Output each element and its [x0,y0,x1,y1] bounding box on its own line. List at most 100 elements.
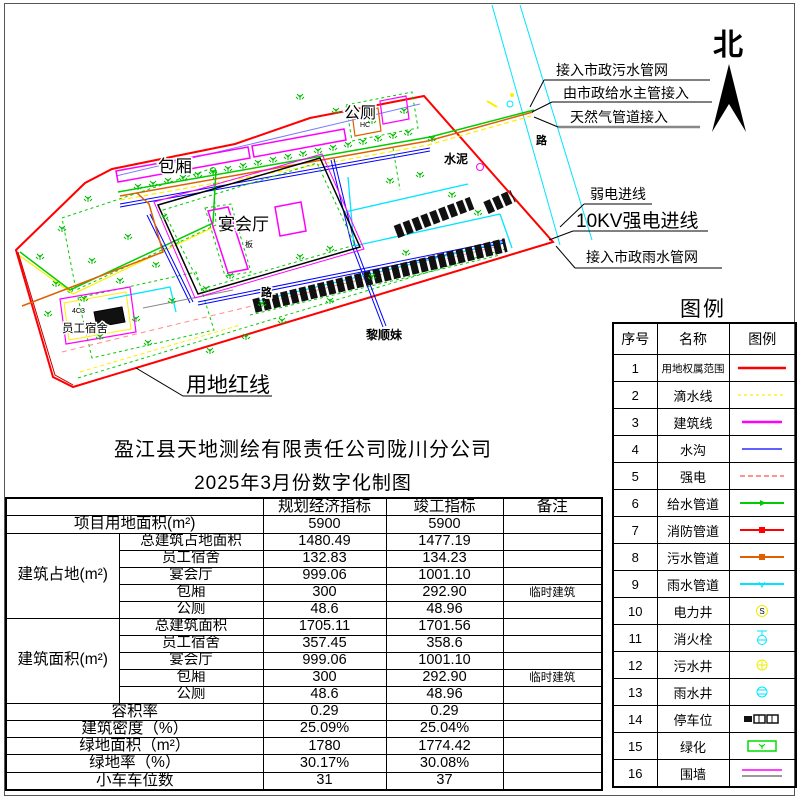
legend-symbol-building-line [728,408,797,436]
legend-symbol-water-pipe [728,489,797,517]
title-block: 盈江县天地测绘有限责任公司陇川分公司 2025年3月份数字化制图 [5,433,601,495]
table-row: 员工宿舍 132.83 134.23 [6,549,603,568]
legend-table: 序号 名称 图例 1 用地权属范围 2 滴水线 3 建筑线 4 水沟 5 强电 [612,322,797,788]
cell-plan: 1780 [262,737,387,756]
legend-symbol-fence [728,759,797,788]
north-arrow-icon [712,64,746,132]
cell-plan: 1705.11 [262,617,387,636]
legend-name: 绿化 [656,732,730,760]
row-label: 员工宿舍 [118,549,264,568]
row-label: 小车车位数 [5,771,264,791]
row-label: 包厢 [118,668,264,687]
legend-symbol-hydrant [728,624,797,652]
row-label: 公厕 [118,685,264,704]
cell-final: 358.6 [385,634,504,653]
table-row: 建筑面积(m²) 总建筑面积 1705.11 1701.56 [5,617,603,704]
legend-symbol-drip-line [728,381,797,409]
cell-plan: 1480.49 [262,532,387,551]
legend-header-name: 名称 [656,322,730,355]
cell-final: 0.29 [385,702,504,721]
row-label: 员工宿舍 [118,634,264,653]
callout-water-in: 由市政给水主管接入 [563,85,689,101]
legend-symbol-strong-power [728,462,797,490]
parking-stalls [252,190,516,313]
col-header-final: 竣工指标 [385,497,504,517]
land-boundary [14,94,555,389]
label-tiny-toilet: HC [360,122,370,129]
cell-plan: 48.6 [262,685,387,704]
legend-symbol-sewage-well [728,651,797,679]
legend-row: 8 污水管道 [612,543,797,571]
legend-name: 消火栓 [656,624,730,652]
cell-plan: 5900 [262,515,387,534]
legend-symbol-sewage-pipe [728,543,797,571]
table-row: 公厕 48.6 48.96 [6,600,603,619]
legend-symbol-fire-pipe [728,516,797,544]
cell-note [502,771,603,791]
cell-final: 37 [385,771,504,791]
label-road-a: 路 [536,133,548,147]
legend-header-no: 序号 [612,322,658,355]
cell-note: 临时建筑 [502,583,603,602]
legend-header-symbol: 图例 [728,322,797,355]
cell-plan: 300 [262,583,387,602]
legend-name: 建筑线 [656,408,730,436]
water-pipes [19,147,506,379]
cell-final: 1701.56 [385,617,504,636]
legend-no: 1 [612,354,658,382]
callout-gas-in: 天然气管道接入 [570,109,668,125]
cell-plan: 31 [262,771,387,791]
row-label: 容积率 [5,702,264,721]
legend-name: 污水管道 [656,543,730,571]
legend-no: 14 [612,705,658,733]
legend-no: 12 [612,651,658,679]
group-footprint: 建筑占地(m²) [5,532,120,619]
legend-row: 1 用地权属范围 [612,354,797,382]
corner-cell [5,497,264,517]
legend-symbol-ditch [728,435,797,463]
label-toilet: 公厕 [344,105,376,122]
cell-note [502,737,603,756]
legend-no: 8 [612,543,658,571]
legend-symbol-rain-well [728,678,797,706]
building-staff-dorm [59,286,137,345]
legend-name: 雨水管道 [656,570,730,598]
indicator-table: 规划经济指标 竣工指标 备注 项目用地面积(m²) 5900 5900 建筑占地… [5,497,603,791]
row-label: 总建筑占地面积 [118,532,264,551]
drawing-subtitle: 2025年3月份数字化制图 [194,473,412,494]
row-label: 项目用地面积(m²) [5,515,264,534]
cell-note [502,600,603,619]
red-line-callout: 用地红线 [135,367,272,397]
legend-row: 3 建筑线 [612,408,797,436]
cell-final: 292.90 [385,583,504,602]
cell-plan: 999.06 [262,651,387,670]
label-cement: 水泥 [444,151,468,166]
legend-row: 2 滴水线 [612,381,797,409]
legend-symbol-land-boundary [728,354,797,382]
cell-plan: 132.83 [262,549,387,568]
legend-row: 4 水沟 [612,435,797,463]
cell-plan: 48.6 [262,600,387,619]
svg-text:S: S [760,607,765,616]
table-row: 容积率 0.29 0.29 [5,702,603,721]
callout-weak-power: 弱电进线 [590,186,646,202]
table-row: 包厢 300 292.90 临时建筑 [6,668,603,687]
table-row: 建筑占地(m²) 总建筑占地面积 1480.49 1477.19 [5,532,603,619]
legend-no: 3 [612,408,658,436]
legend-no: 2 [612,381,658,409]
cell-final: 48.96 [385,685,504,704]
legend-no: 15 [612,732,658,760]
cell-final: 1001.10 [385,566,504,585]
cell-note [502,566,603,585]
cell-note [502,515,603,534]
legend-row: 5 强电 [612,462,797,490]
cell-note: 临时建筑 [502,668,603,687]
label-hall: 宴会厅 [218,215,269,234]
legend-name: 电力井 [656,597,730,625]
table-row: 小车车位数 31 37 [5,771,603,791]
table-row: 绿地率（%） 30.17% 30.08% [5,754,603,773]
cell-final: 25.04% [385,719,504,739]
callout-sewer-in: 接入市政污水管网 [556,62,668,78]
building-private-rooms [115,128,347,183]
cell-plan: 25.09% [262,719,387,739]
